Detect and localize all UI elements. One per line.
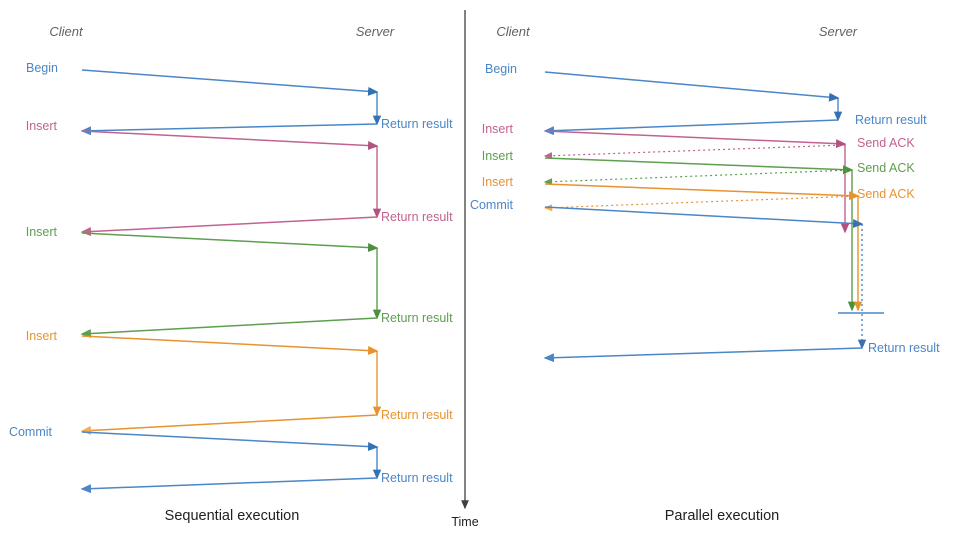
message-arrow	[544, 71, 840, 102]
message-arrow	[544, 183, 860, 201]
message-arrow	[543, 144, 846, 160]
message-arrow	[80, 317, 378, 339]
message-label: Insert	[26, 225, 58, 239]
message-arrow	[544, 157, 854, 175]
message-label: Send ACK	[857, 136, 915, 150]
right-server-lane-label: Server	[819, 24, 858, 39]
message-label: Return result	[855, 113, 927, 127]
message-arrow	[81, 69, 379, 96]
message-arrow	[80, 123, 378, 136]
message-arrow	[544, 206, 864, 229]
message-arrow	[544, 130, 847, 149]
message-label: Send ACK	[857, 187, 915, 201]
message-label: Insert	[26, 119, 58, 133]
message-arrow	[80, 414, 378, 436]
message-label: Return result	[381, 408, 453, 422]
message-label: Insert	[482, 175, 514, 189]
message-label: Insert	[26, 329, 58, 343]
left-client-lane-label: Client	[49, 24, 84, 39]
left-message-arrows	[80, 69, 382, 494]
message-label: Send ACK	[857, 161, 915, 175]
left-panel-caption: Sequential execution	[165, 508, 300, 524]
message-arrow	[543, 119, 839, 136]
time-axis-label: Time	[451, 515, 478, 529]
message-label: Return result	[868, 341, 940, 355]
message-label: Return result	[381, 117, 453, 131]
message-label: Commit	[9, 425, 53, 439]
message-label: Insert	[482, 149, 514, 163]
message-label: Return result	[381, 210, 453, 224]
message-label: Return result	[381, 311, 453, 325]
right-client-lane-label: Client	[496, 24, 531, 39]
message-label: Return result	[381, 471, 453, 485]
message-arrow	[81, 431, 379, 452]
message-label: Commit	[470, 198, 514, 212]
message-label: Begin	[26, 61, 58, 75]
message-label: Insert	[482, 122, 514, 136]
message-arrow	[543, 195, 859, 212]
right-message-arrows	[543, 71, 884, 363]
message-arrow	[80, 216, 378, 237]
left-server-lane-label: Server	[356, 24, 395, 39]
message-arrow	[81, 232, 379, 253]
time-axis-group: Time	[451, 10, 479, 529]
message-arrow	[81, 130, 379, 151]
right-panel-caption: Parallel execution	[665, 508, 779, 524]
message-label: Begin	[485, 62, 517, 76]
message-arrow	[543, 169, 853, 186]
message-arrow	[80, 477, 378, 494]
message-arrow	[81, 335, 379, 356]
message-arrow	[543, 347, 863, 363]
